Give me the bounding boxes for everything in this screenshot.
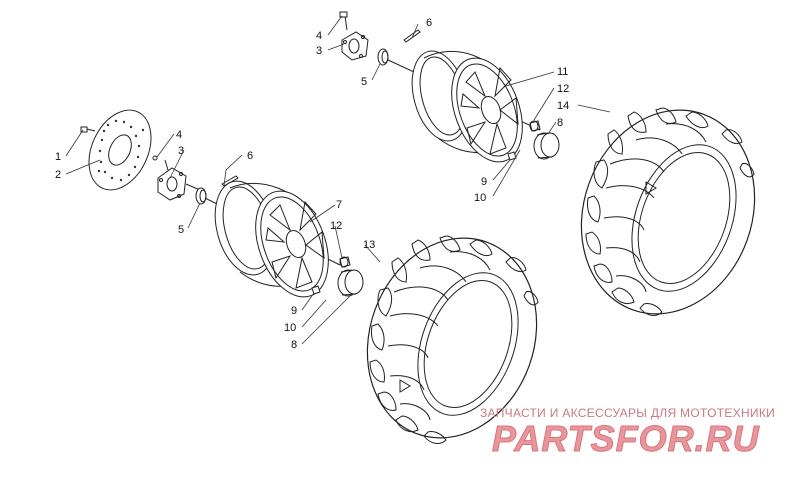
callout-label: 3 [178, 145, 184, 157]
watermark-brand: PARTSFOR.RU [492, 418, 760, 460]
tire-rear [580, 107, 756, 316]
hub-left [157, 159, 201, 201]
callout-label: 9 [481, 176, 487, 188]
rim-left [214, 180, 329, 298]
lug-nut-right [529, 120, 541, 132]
callout-label: 12 [330, 220, 342, 232]
callout-label: 3 [316, 45, 322, 57]
callout-label: 4 [176, 129, 182, 141]
cotter-pin-left [221, 175, 239, 187]
callout-label: 9 [291, 305, 297, 317]
callout-label: 5 [361, 76, 367, 88]
callout-label: 8 [291, 339, 297, 351]
callout-label: 11 [557, 66, 568, 78]
disc-bolt [80, 126, 96, 133]
valve-stem-right [507, 151, 517, 161]
watermark-tagline: ЗАПЧАСТИ И АКСЕССУАРЫ ДЛЯ МОТОТЕХНИКИ [480, 406, 776, 420]
callout-label: 12 [557, 83, 569, 95]
callout-label: 13 [363, 239, 375, 251]
bearing-left [195, 187, 207, 205]
callout-label: 14 [557, 100, 569, 112]
cotter-pin-right [403, 29, 421, 43]
callout-label: 1 [55, 151, 61, 163]
hub-cap-right [533, 132, 560, 160]
callout-label: 6 [247, 150, 253, 162]
hub-cap-left [337, 269, 364, 297]
wheel-stud [152, 155, 158, 161]
lug-nut-left [339, 256, 351, 268]
callout-label: 7 [336, 199, 342, 211]
callout-label: 10 [284, 322, 296, 334]
callout-label: 4 [316, 30, 322, 42]
callout-label: 10 [474, 192, 486, 204]
hub-right [339, 11, 369, 61]
bearing-right [377, 48, 389, 66]
rim-right [411, 50, 523, 163]
leader-lines [65, 15, 611, 345]
callout-label: 6 [426, 17, 432, 29]
tire-front [366, 235, 539, 444]
valve-stem-left [311, 285, 321, 295]
callout-label: 5 [178, 224, 184, 236]
brake-disc [88, 109, 152, 191]
callout-label: 8 [557, 117, 563, 129]
callout-label: 2 [55, 169, 61, 181]
callout-labels: 1 2 4 3 6 5 7 12 13 9 10 8 4 3 6 5 11 12… [55, 17, 569, 351]
